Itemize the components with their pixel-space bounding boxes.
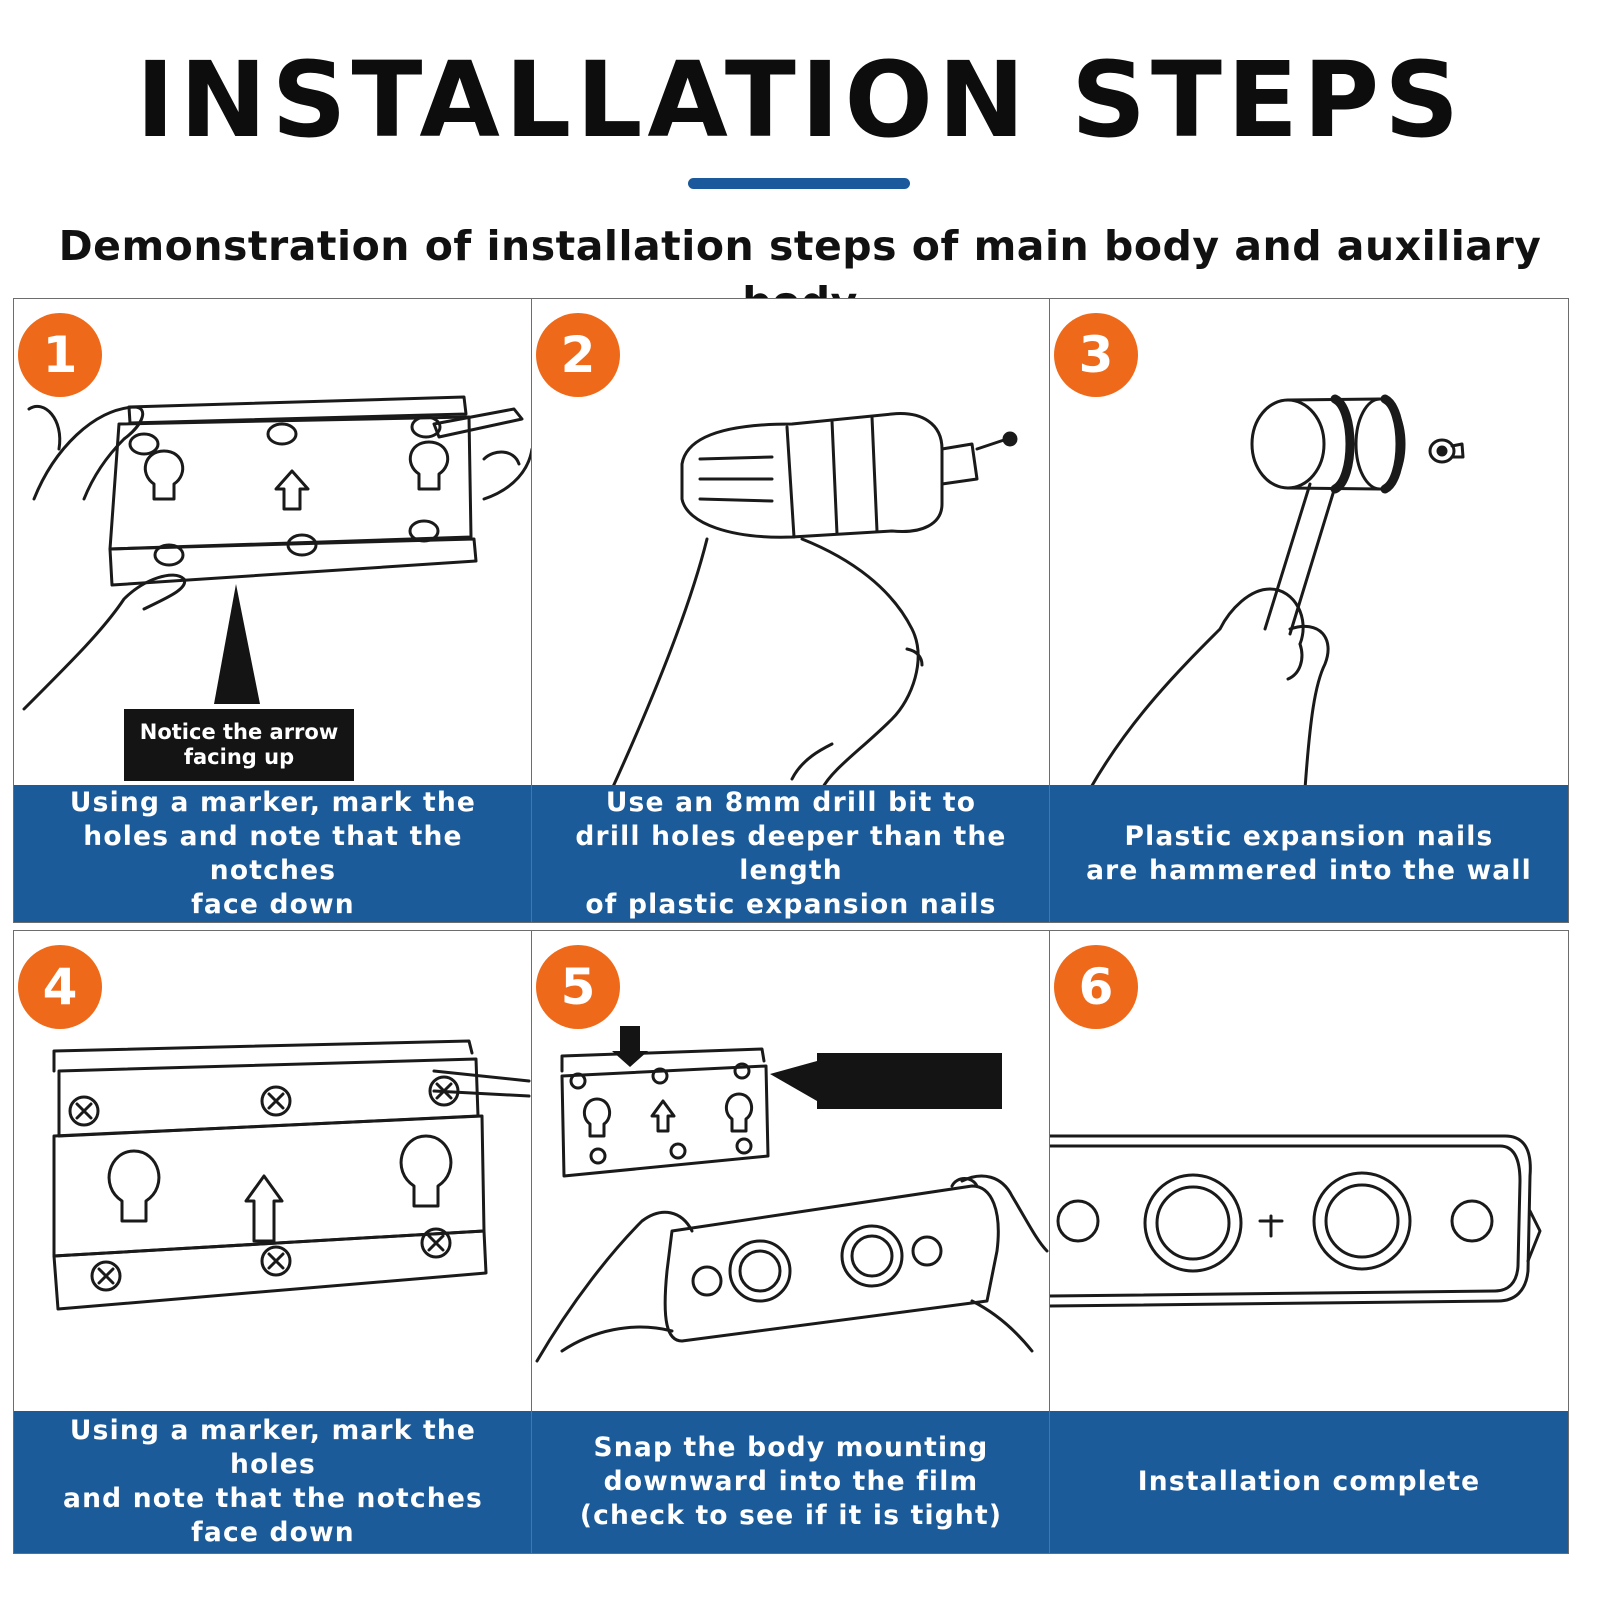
bracket-illustration xyxy=(22,395,532,711)
notice-callout: Notice the arrow facing up xyxy=(124,709,354,781)
step-2-panel: 2 Use an 8mm drill bit to drill holes de… xyxy=(531,298,1051,923)
step-6-badge: 6 xyxy=(1054,945,1138,1029)
mounting-illustration xyxy=(535,1026,1049,1363)
step-4-badge: 4 xyxy=(18,945,102,1029)
step-2-badge: 2 xyxy=(536,313,620,397)
hammer-illustration xyxy=(1088,394,1465,789)
step-2-caption: Use an 8mm drill bit to drill holes deep… xyxy=(532,785,1050,922)
step-3-caption: Plastic expansion nails are hammered int… xyxy=(1050,785,1568,922)
title-underline xyxy=(688,178,910,189)
step-1-caption: Using a marker, mark the holes and note … xyxy=(14,785,532,922)
page-title: INSTALLATION STEPS xyxy=(135,39,1465,161)
step-6-panel: 6 Installation complete xyxy=(1049,930,1569,1554)
step-1-badge: 1 xyxy=(18,313,102,397)
step-6-caption: Installation complete xyxy=(1050,1411,1568,1553)
step-1-panel: Notice the arrow facing up 1 Using a mar… xyxy=(13,298,533,923)
step-3-panel: 3 Plastic expansion nails are hammered i… xyxy=(1049,298,1569,923)
step-4-panel: 4 Using a marker, mark the holes and not… xyxy=(13,930,533,1554)
step-5-caption: Snap the body mounting downward into the… xyxy=(532,1411,1050,1553)
control-panel-illustration xyxy=(1050,1134,1542,1308)
screwed-bracket-illustration xyxy=(52,1039,531,1311)
step-4-caption: Using a marker, mark the holes and note … xyxy=(14,1411,532,1553)
step-5-badge: 5 xyxy=(536,945,620,1029)
step-5-panel: 5 Snap the body mounting downward into t… xyxy=(531,930,1051,1554)
step-3-badge: 3 xyxy=(1054,313,1138,397)
drill-illustration xyxy=(610,412,1018,789)
